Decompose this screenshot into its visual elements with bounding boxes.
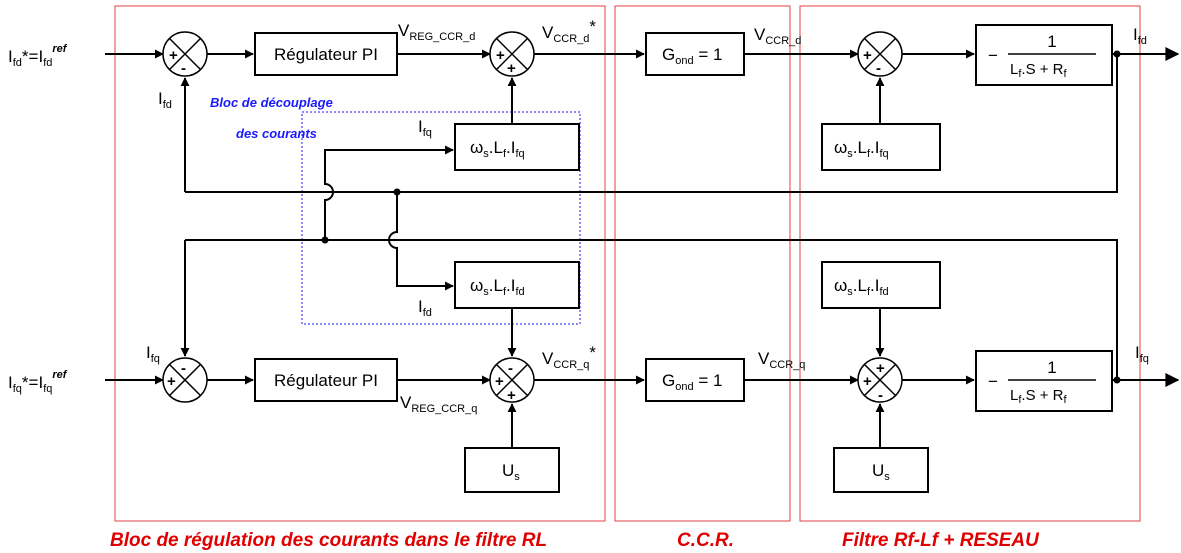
svg-text:+: + [863, 47, 872, 64]
sum-junction-q6: + + - [857, 357, 903, 404]
us-right-label: Us [872, 461, 890, 483]
wire-feedback-bus-d [185, 54, 1118, 193]
svg-text:-: - [878, 387, 883, 404]
sum-junction-d1: + - [162, 31, 208, 77]
grid-coupling-q-label: ωs.Lf.Ifd [834, 276, 889, 298]
cross-q-input-label: Ifd [418, 297, 432, 319]
decoupling-d-block [454, 123, 580, 171]
input-d-label: Ifd*=Ifdref [8, 43, 68, 69]
region-ccr-frame [614, 5, 791, 522]
vccr-d-star-label: VCCR_d* [542, 17, 596, 45]
sum-junction-q5: - + + [489, 357, 535, 404]
svg-text:+: + [496, 47, 505, 64]
svg-text:-: - [876, 60, 881, 77]
svg-text:-: - [181, 60, 186, 77]
transfer-function-q-label: − 1 Lf.S + Rf [988, 358, 1096, 406]
grid-coupling-d-label: ωs.Lf.Ifq [834, 138, 889, 160]
svg-text:-: - [181, 360, 186, 377]
wire-id-to-decoupling-q [388, 192, 454, 291]
decoupling-d-label: ωs.Lf.Ifq [470, 138, 525, 160]
gond-d-label: Gond = 1 [662, 45, 722, 67]
pi-regulator-d-label: Régulateur PI [274, 45, 378, 64]
svg-text:Lf.S + Rf: Lf.S + Rf [1010, 61, 1068, 80]
svg-text:+: + [876, 360, 885, 377]
feedback-d-label: Ifd [158, 89, 172, 111]
wire-iq-to-decoupling-d [324, 145, 454, 240]
svg-text:−: − [988, 372, 998, 391]
svg-text:+: + [507, 60, 516, 77]
pi-regulator-q-label: Régulateur PI [274, 371, 378, 390]
decoupling-q-label: ωs.Lf.Ifd [470, 276, 525, 298]
transfer-function-q-block [975, 350, 1113, 412]
vreg-q-label: VREG_CCR_q [400, 393, 477, 415]
svg-text:-: - [508, 360, 513, 377]
svg-text:+: + [507, 387, 516, 404]
region-filter-label: Filtre Rf-Lf + RESEAU [842, 530, 1040, 551]
svg-text:Lf.S + Rf: Lf.S + Rf [1010, 387, 1068, 406]
decoupling-frame [301, 111, 581, 325]
feedback-q-label: Ifq [146, 343, 160, 365]
grid-coupling-d-block [821, 123, 941, 171]
svg-text:1: 1 [1047, 32, 1056, 51]
region-regulation-label: Bloc de régulation des courants dans le … [110, 530, 547, 551]
svg-text:+: + [169, 47, 178, 64]
svg-text:+: + [863, 373, 872, 390]
vreg-d-label: VREG_CCR_d [398, 21, 475, 43]
vccr-q-label: VCCR_q [758, 349, 805, 371]
sum-junction-d3: + - [857, 31, 903, 77]
sum-junction-d2: + + [489, 31, 535, 77]
grid-coupling-q-block [821, 261, 941, 309]
pi-regulator-q-block [254, 358, 398, 402]
svg-text:1: 1 [1047, 358, 1056, 377]
transfer-function-d-label: − 1 Lf.S + Rf [988, 32, 1096, 80]
us-left-label: Us [502, 461, 520, 483]
gond-d-block [645, 32, 745, 76]
node-bus-q [321, 236, 329, 244]
svg-text:+: + [167, 373, 176, 390]
gond-q-label: Gond = 1 [662, 371, 722, 393]
node-output-q [1113, 376, 1121, 384]
transfer-function-d-block [975, 24, 1113, 86]
region-filter-frame [799, 5, 1141, 522]
vccr-q-star-label: VCCR_q* [542, 343, 596, 371]
sum-junction-q4: + - [162, 357, 208, 403]
input-q-label: Ifq*=Ifqref [8, 369, 68, 395]
output-d-label: Ifd [1133, 25, 1147, 47]
region-ccr-label: C.C.R. [677, 530, 734, 551]
decoupling-q-block [454, 261, 580, 309]
svg-text:+: + [495, 373, 504, 390]
decoupling-title-line2: des courants [236, 126, 317, 141]
output-q-label: Ifq [1135, 343, 1149, 365]
pi-regulator-d-block [254, 32, 398, 76]
cross-d-input-label: Ifq [418, 117, 432, 139]
region-regulation-frame [114, 5, 606, 522]
wire-feedback-bus-q [185, 239, 1118, 380]
vccr-d-label: VCCR_d [754, 25, 801, 47]
svg-text:−: − [988, 46, 998, 65]
decoupling-title-line1: Bloc de découplage [210, 95, 333, 110]
